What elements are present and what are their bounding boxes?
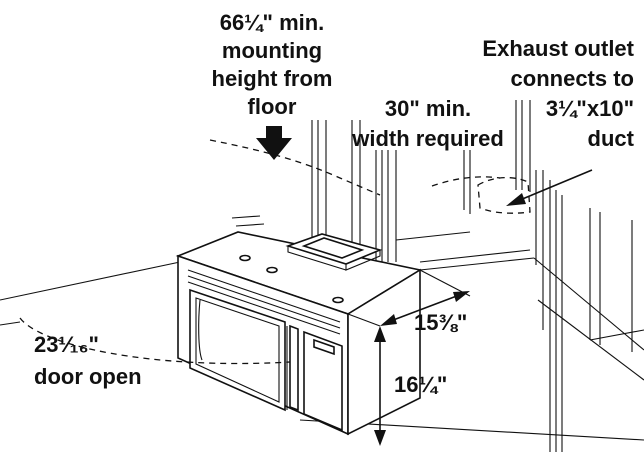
- height-label: 16¼": [394, 372, 447, 397]
- width-line-1: 30" min.: [385, 96, 471, 121]
- cabinet-and-wall-lines: [0, 100, 644, 452]
- mounting-height-line-4: floor: [248, 94, 297, 119]
- depth-label: 15⅜": [414, 310, 467, 335]
- mounting-height-reference-line: [209, 139, 501, 196]
- width-line-2: width required: [351, 126, 504, 151]
- door-open-line-2: door open: [34, 364, 142, 389]
- height-dimension: [374, 326, 386, 446]
- exhaust-line-4: duct: [588, 126, 635, 151]
- exhaust-pointer-arrow: [506, 169, 593, 206]
- depth-dimension: [347, 269, 471, 327]
- exhaust-line-3: 3¼"x10": [546, 96, 634, 121]
- door-open-label: 23¹⁄₁₆" door open: [34, 332, 142, 389]
- exhaust-line-1: Exhaust outlet: [482, 36, 634, 61]
- door-open-line-1: 23¹⁄₁₆": [34, 332, 99, 357]
- exhaust-label: Exhaust outlet connects to 3¼"x10" duct: [482, 36, 634, 151]
- mounting-height-line-1: 66¼" min.: [220, 10, 325, 35]
- down-arrow-icon: [256, 126, 292, 160]
- mounting-height-line-3: height from: [212, 66, 333, 91]
- exhaust-line-2: connects to: [511, 66, 634, 91]
- microwave-oven: [175, 231, 423, 436]
- mounting-height-label: 66¼" min. mounting height from floor: [212, 10, 333, 119]
- width-label: 30" min. width required: [351, 96, 504, 151]
- mounting-height-line-2: mounting: [222, 38, 322, 63]
- door-open-arc: [19, 317, 291, 365]
